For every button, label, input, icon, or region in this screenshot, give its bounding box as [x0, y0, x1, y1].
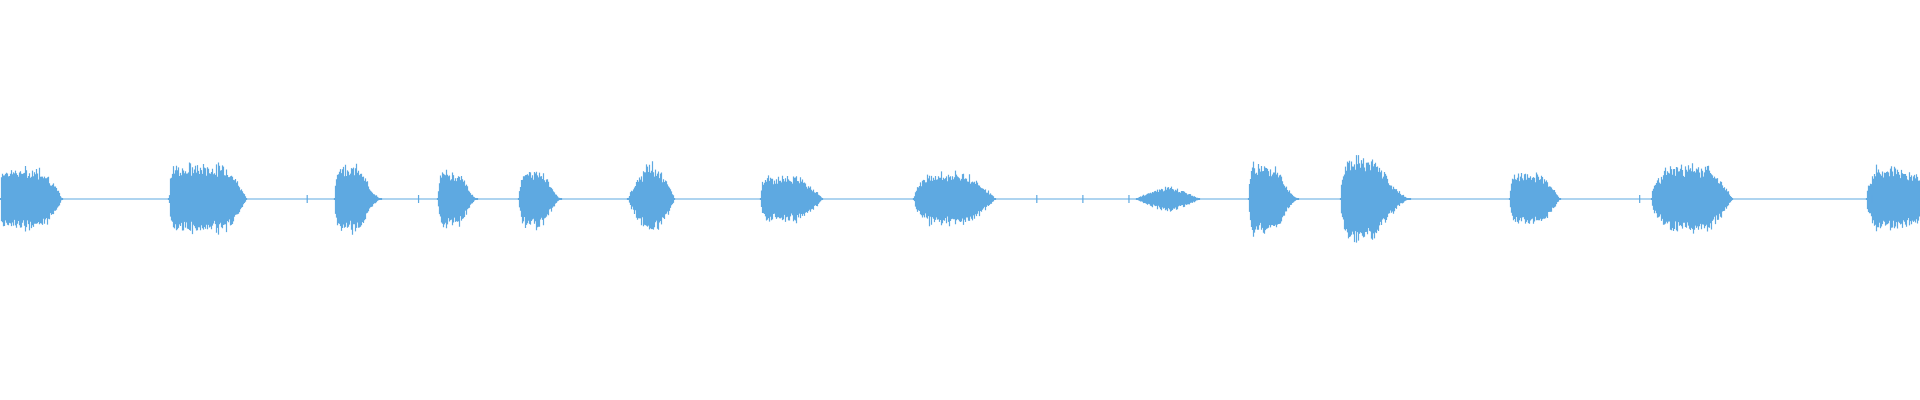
waveform-burst: [517, 171, 563, 231]
waveform-burst: [1135, 186, 1201, 212]
waveform-burst: [167, 162, 248, 235]
waveform-bursts: [0, 155, 1920, 243]
waveform-burst: [1650, 163, 1734, 234]
waveform-burst-path: [626, 161, 676, 230]
waveform-ticks: [306, 195, 1873, 203]
waveform-burst: [1339, 155, 1412, 243]
waveform-burst: [759, 175, 824, 224]
waveform-burst: [1508, 172, 1562, 224]
waveform-burst: [626, 161, 676, 230]
waveform-burst-path: [436, 169, 479, 229]
waveform-burst-path: [167, 162, 248, 235]
waveform-burst-path: [912, 170, 997, 227]
waveform-burst-path: [1650, 163, 1734, 234]
waveform-burst: [333, 163, 383, 235]
waveform-burst-path: [1135, 186, 1201, 212]
waveform-burst-path: [1508, 172, 1562, 224]
waveform-burst: [1247, 161, 1300, 237]
waveform-burst-path: [1247, 161, 1300, 237]
waveform-burst-path: [1339, 155, 1412, 243]
waveform-burst: [0, 166, 64, 232]
waveform-burst-path: [517, 171, 563, 231]
waveform-burst-path: [333, 163, 383, 235]
waveform-burst: [912, 170, 997, 227]
waveform-burst: [436, 169, 479, 229]
waveform-burst-path: [0, 166, 64, 232]
waveform-burst-path: [759, 175, 824, 224]
